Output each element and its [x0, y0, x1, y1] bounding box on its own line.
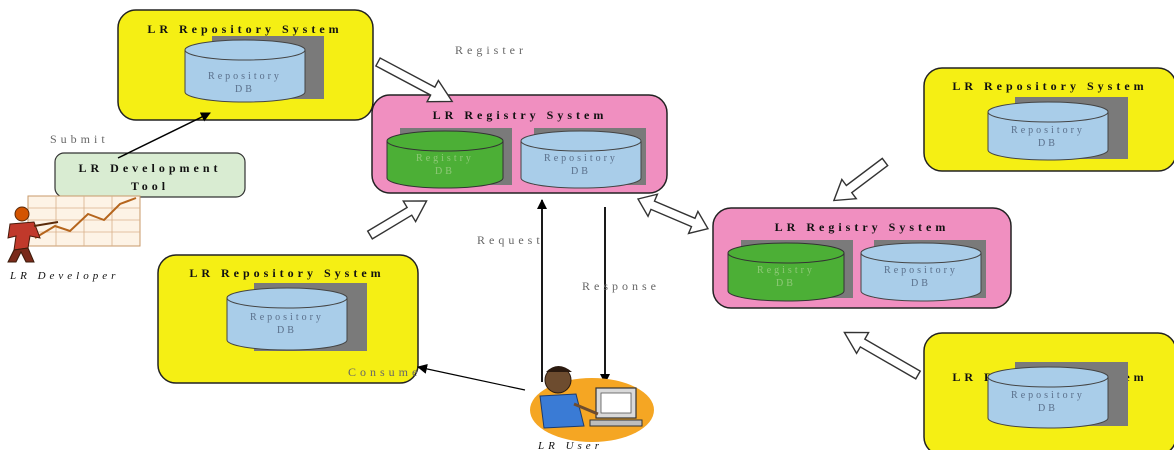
- registry-db-cylinder: Registry DB: [727, 240, 853, 302]
- bottom-right-hollow-arrow: [843, 331, 922, 380]
- consume-label: Consume: [348, 365, 421, 379]
- repository-system-top-left: LR Repository System Repository DB: [117, 9, 374, 121]
- computer-user-clipart-icon: [530, 366, 654, 442]
- response-label: Response: [582, 279, 660, 293]
- db-label: DB: [235, 84, 255, 95]
- top-right-hollow-arrow: [832, 157, 889, 202]
- repository-db-cylinder: Repository DB: [520, 128, 646, 189]
- registry-db-label: Registry: [416, 153, 474, 164]
- registry-system-title: LR Registry System: [433, 108, 608, 122]
- repository-db-label: Repository: [884, 265, 958, 276]
- repository-db-cylinder: Repository DB: [860, 240, 986, 302]
- repository-db-label: Repository: [250, 312, 324, 323]
- dev-tool-label-line2: Tool: [131, 179, 169, 193]
- db-label: DB: [277, 325, 297, 336]
- developer-clipart-icon: [7, 195, 141, 263]
- db-label: DB: [1038, 138, 1058, 149]
- registry-sync-hollow-arrow: [636, 193, 710, 235]
- repository-db-cylinder: Repository DB: [184, 36, 324, 103]
- db-label: DB: [1038, 403, 1058, 414]
- repository-db-label: Repository: [1011, 390, 1085, 401]
- db-label: DB: [435, 166, 455, 177]
- db-label: DB: [776, 278, 796, 289]
- repository-db-label: Repository: [208, 71, 282, 82]
- registry-db-label: Registry: [757, 265, 815, 276]
- repository-db-cylinder: Repository DB: [987, 362, 1128, 429]
- db-label: DB: [911, 278, 931, 289]
- registry-system-center: LR Registry System Registry DB Repositor…: [371, 94, 668, 194]
- register-hollow-arrow: [374, 57, 454, 103]
- user-label: LR User: [537, 440, 603, 450]
- registry-system-title: LR Registry System: [775, 220, 950, 234]
- repository-db-label: Repository: [544, 153, 618, 164]
- repository-db-cylinder: Repository DB: [226, 283, 367, 351]
- registry-db-cylinder: Registry DB: [386, 128, 512, 189]
- consume-arrow: [417, 364, 526, 391]
- repository-system-bottom-right: LR Repository System Repository DB: [923, 332, 1174, 450]
- registry-system-right: LR Registry System Registry DB Repositor…: [712, 207, 1012, 309]
- db-label: DB: [571, 166, 591, 177]
- developer-label: LR Developer: [9, 270, 119, 282]
- dev-tool-label-line1: LR Development: [79, 161, 222, 175]
- repository-system-bottom-left: LR Repository System Repository DB: [157, 254, 419, 384]
- development-tool-box: LR Development Tool: [54, 152, 246, 198]
- repository-system-top-right: LR Repository System Repository DB: [923, 67, 1174, 172]
- repository-db-cylinder: Repository DB: [987, 97, 1128, 161]
- register-label: Register: [455, 43, 527, 57]
- repository-system-title: LR Repository System: [189, 266, 384, 280]
- upload-hollow-arrow: [366, 200, 428, 240]
- repository-db-label: Repository: [1011, 125, 1085, 136]
- submit-arrow: [117, 112, 211, 159]
- repository-system-title: LR Repository System: [147, 22, 342, 36]
- submit-label: Submit: [50, 132, 109, 146]
- request-label: Request: [477, 233, 544, 247]
- repository-system-title: LR Repository System: [952, 79, 1147, 93]
